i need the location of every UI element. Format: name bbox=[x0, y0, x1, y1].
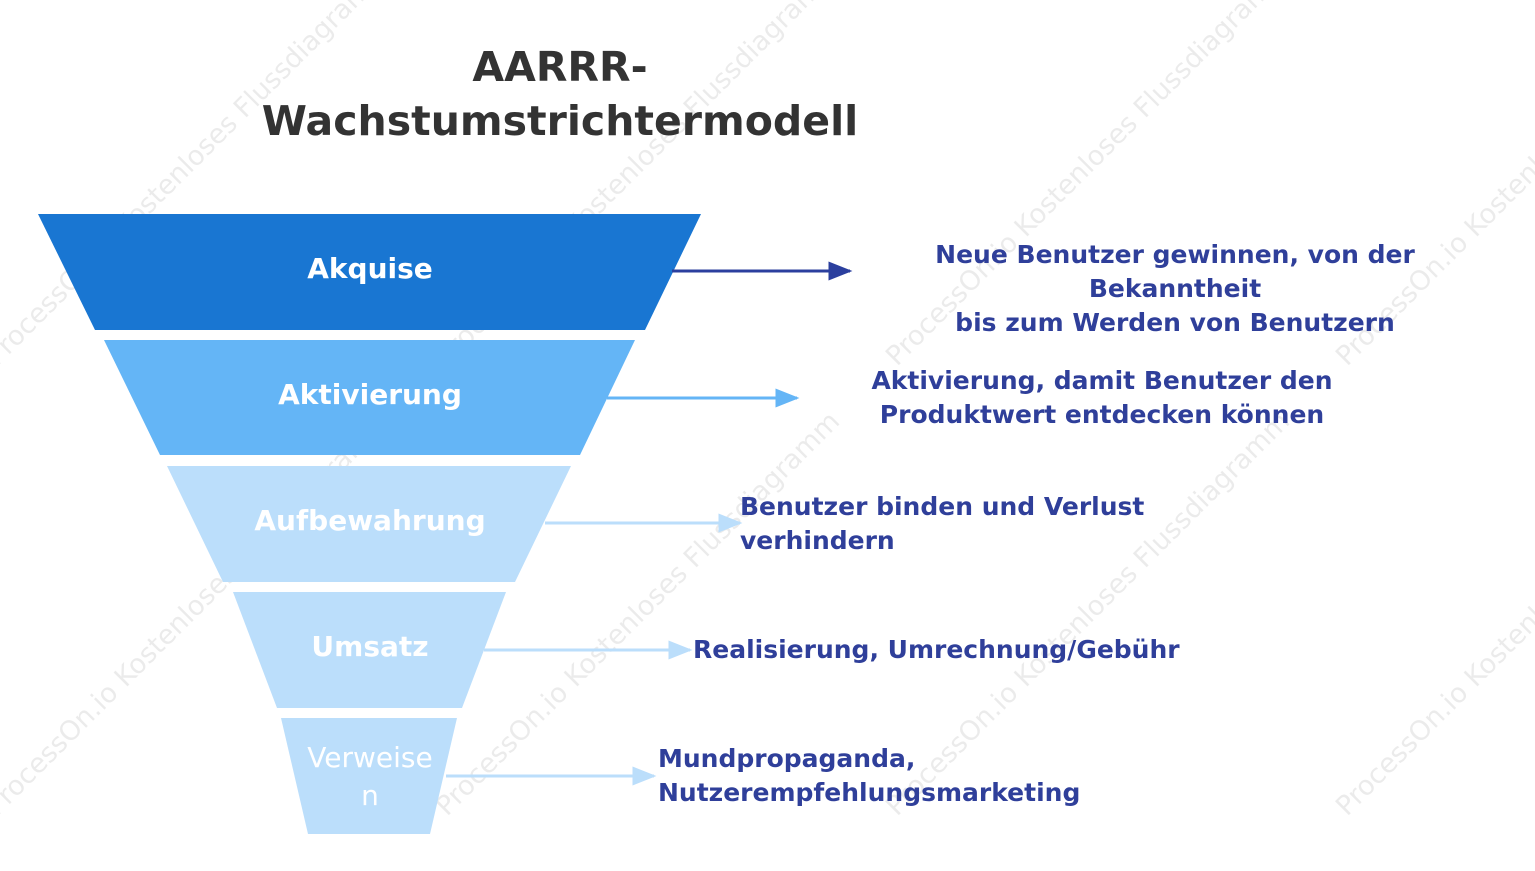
stage-description-referral: Mundpropaganda, Nutzerempfehlungsmarketi… bbox=[658, 744, 1081, 807]
stage-label-referral: Verweisen bbox=[307, 741, 433, 812]
diagram-title: AARRR- Wachstumstrichtermodell bbox=[261, 43, 859, 145]
funnel-stage-acquisition bbox=[38, 214, 701, 330]
stage-label-retention: Aufbewahrung bbox=[254, 504, 486, 537]
stage-description-activation: Aktivierung, damit Benutzer den Produktw… bbox=[871, 366, 1333, 429]
stage-description-acquisition: Neue Benutzer gewinnen, von der Bekannth… bbox=[935, 240, 1415, 337]
stage-label-revenue: Umsatz bbox=[311, 630, 429, 663]
funnel-stage-revenue bbox=[233, 592, 506, 708]
stage-description-revenue: Realisierung, Umrechnung/Gebühr bbox=[693, 635, 1180, 664]
stage-label-acquisition: Akquise bbox=[307, 252, 433, 285]
funnel-stage-referral bbox=[281, 718, 457, 834]
stage-label-activation: Aktivierung bbox=[278, 378, 462, 411]
stage-description-retention: Benutzer binden und Verlust verhindern bbox=[740, 492, 1145, 555]
funnel-stage-retention bbox=[167, 466, 571, 582]
funnel-stage-activation bbox=[104, 340, 635, 455]
